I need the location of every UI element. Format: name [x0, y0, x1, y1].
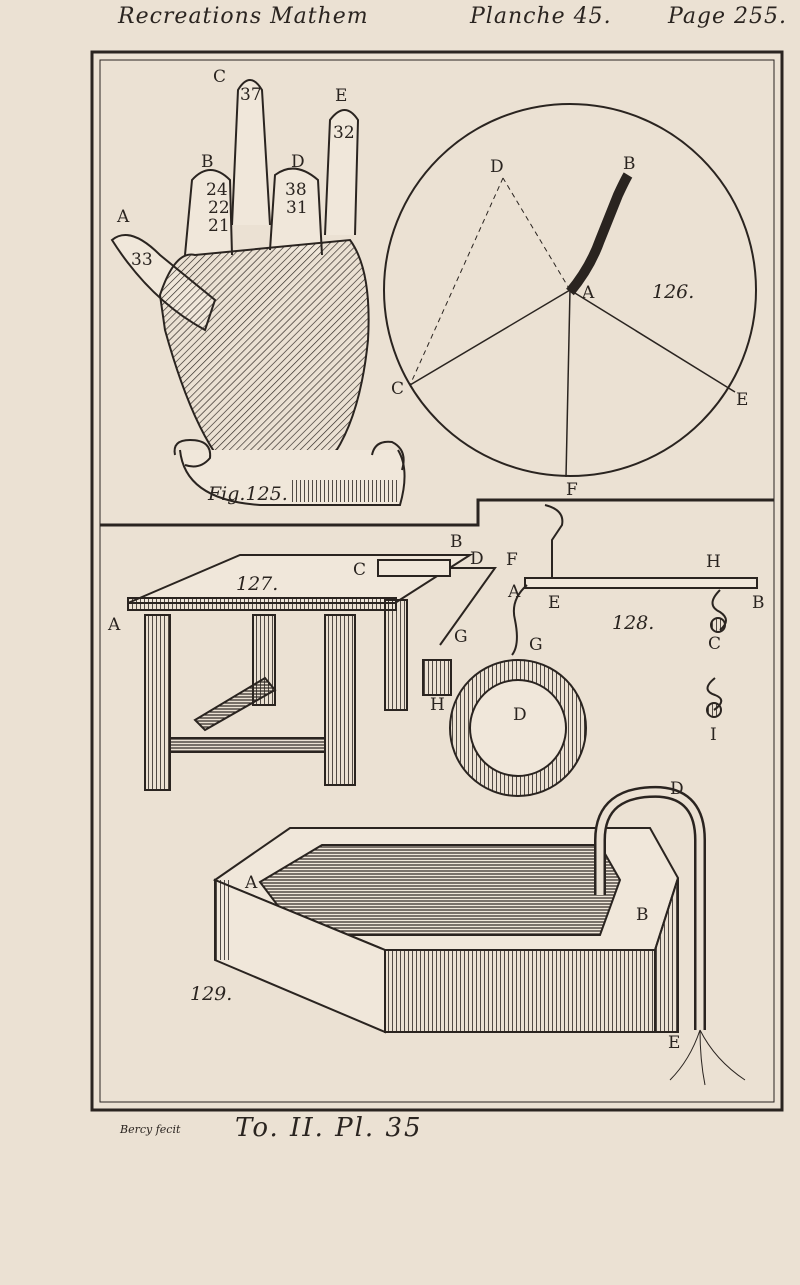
fig128-label-f: F — [506, 550, 518, 570]
fig126-label-f: F — [566, 480, 578, 500]
fig125-num-5: 21 — [208, 216, 230, 236]
fig128-label-h: H — [706, 552, 721, 572]
page-header: Recreations Mathem Planche 45. Page 255. — [0, 0, 800, 40]
fig125-num-2: 32 — [333, 123, 355, 143]
fig128-label-a: A — [507, 582, 521, 602]
fig125-label-a: A — [116, 207, 130, 227]
fig126-label-d: D — [490, 157, 504, 177]
fig125-caption: Fig.125. — [207, 483, 288, 505]
figure-126-labels: D B A C E F 126. — [391, 154, 748, 500]
plate-frame — [90, 50, 784, 1112]
engraver-signature: Bercy fecit — [120, 1123, 181, 1136]
fig125-num-4: 22 — [208, 198, 230, 218]
fig127-number: 127. — [236, 573, 278, 595]
fig128-number: 128. — [612, 612, 654, 634]
header-page: Page 255. — [668, 4, 788, 29]
figure-128-balance — [449, 504, 758, 797]
fig126-number: 126. — [652, 281, 694, 303]
figure-127-table — [127, 554, 497, 791]
fig127-label-b: B — [450, 532, 463, 552]
fig129-label-d: D — [670, 779, 684, 799]
fig125-num-3: 24 — [206, 180, 228, 200]
fig128-label-g: G — [529, 635, 543, 655]
figure-125-hand — [110, 79, 406, 506]
fig128-label-c: C — [708, 634, 721, 654]
panel-divider — [100, 498, 774, 527]
fig128-label-i: I — [710, 725, 717, 745]
fig129-label-b: B — [636, 905, 649, 925]
fig126-label-a: A — [581, 283, 595, 303]
fig125-label-b: B — [201, 152, 214, 172]
fig125-num-1: 37 — [240, 85, 262, 105]
fig125-label-d: D — [291, 152, 305, 172]
header-planche: Planche 45. — [470, 4, 612, 29]
fig125-num-6: 38 — [285, 180, 307, 200]
figure-126-circle — [383, 103, 757, 478]
figure-125-labels: C E B D A 37 32 24 22 21 38 33 31 Fig.12… — [116, 67, 355, 505]
fig126-label-e: E — [736, 390, 748, 410]
fig128-label-e: E — [548, 593, 560, 613]
fig127-label-a: A — [107, 615, 121, 635]
fig126-label-c: C — [391, 379, 404, 399]
fig126-label-b: B — [623, 154, 636, 174]
figure-129-labels: A B D E 129. — [190, 779, 684, 1053]
fig128-label-b: B — [752, 593, 765, 613]
fig129-number: 129. — [190, 983, 232, 1005]
fig127-label-c: C — [353, 560, 366, 580]
fig125-label-c: C — [213, 67, 226, 87]
fig125-label-e: E — [335, 86, 347, 106]
fig127-label-d: D — [470, 549, 484, 569]
fig125-num-8: 31 — [286, 198, 308, 218]
fig127-label-h: H — [430, 695, 445, 715]
figure-127-labels: A B C D G H 127. — [107, 532, 484, 715]
plate-footer: Bercy fecit To. II. Pl. 35 — [0, 1105, 800, 1145]
plate-reference: To. II. Pl. 35 — [235, 1113, 423, 1143]
figure-129-basin — [212, 785, 746, 1086]
fig128-label-d: D — [513, 705, 527, 725]
fig125-num-7: 33 — [131, 250, 153, 270]
fig129-label-e: E — [668, 1033, 680, 1053]
figure-128-labels: A B C D E F G H I 128. — [506, 550, 765, 745]
fig127-label-g: G — [454, 627, 468, 647]
header-title: Recreations Mathem — [118, 4, 369, 29]
fig129-label-a: A — [244, 873, 258, 893]
